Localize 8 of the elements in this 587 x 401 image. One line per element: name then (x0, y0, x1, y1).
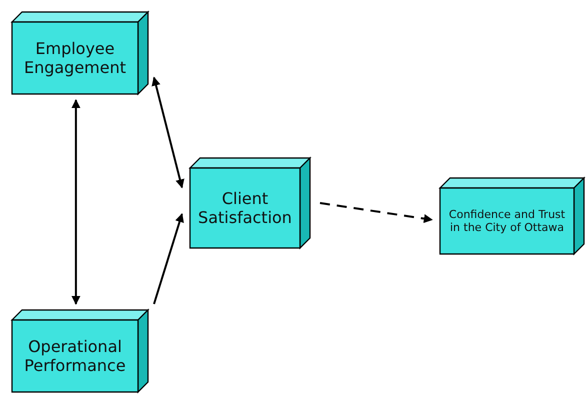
arrow (153, 213, 184, 304)
box-label: Client Satisfaction (197, 188, 293, 228)
dashed-arrow (320, 202, 433, 224)
box-label: Confidence and Trust in the City of Ottawa (448, 208, 566, 234)
box-label: Operational Performance (23, 336, 127, 376)
box-label: Employee Engagement (22, 38, 128, 78)
arrow (71, 99, 80, 305)
arrow (152, 76, 184, 188)
